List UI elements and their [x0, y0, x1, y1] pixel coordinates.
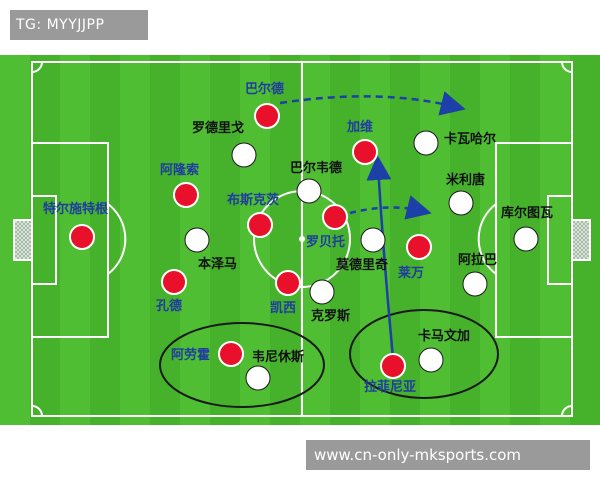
player-militao [448, 190, 474, 216]
label-rodrygo: 罗德里戈 [192, 120, 244, 136]
player-raphinha [380, 353, 406, 379]
player-courtois [513, 226, 539, 252]
player-busquets [247, 212, 273, 238]
label-benzema: 本泽马 [198, 256, 237, 272]
player-kounde [161, 269, 187, 295]
player-rodrygo [231, 142, 257, 168]
label-courtois: 库尔图瓦 [501, 205, 553, 221]
label-alaba: 阿拉巴 [458, 252, 497, 268]
goal-right [571, 219, 591, 261]
goal-left [13, 219, 33, 261]
player-ter-stegen [69, 224, 95, 250]
player-alonso [173, 182, 199, 208]
label-lewandowski: 莱万 [398, 265, 424, 281]
player-modric [360, 227, 386, 253]
label-vinicius: 韦尼休斯 [252, 349, 304, 365]
player-lewandowski [406, 234, 432, 260]
label-busquets: 布斯克茨 [227, 192, 280, 208]
player-kessie [275, 270, 301, 296]
highlight-ellipse-right [349, 309, 499, 399]
label-alonso: 阿隆索 [160, 162, 199, 178]
label-araujo: 阿劳霍 [171, 347, 210, 363]
player-valverde [296, 178, 322, 204]
run-arrow-roberto [349, 195, 432, 220]
label-raphinha: 拉菲尼亚 [364, 379, 416, 395]
watermark-bottom: www.cn-only-mksports.com [306, 440, 590, 470]
label-gavi: 加维 [346, 119, 373, 135]
player-vinicius [245, 365, 271, 391]
player-camavinga [418, 347, 444, 373]
label-carvajal: 卡瓦哈尔 [444, 131, 496, 147]
label-roberto: 罗贝托 [306, 234, 345, 250]
run-arrow-balde [279, 91, 466, 116]
player-gavi [352, 139, 378, 165]
team-red [69, 103, 432, 379]
label-ter-stegen: 特尔施特根 [43, 201, 109, 217]
pitch-lines [31, 61, 573, 417]
run-arrow-raphinha [366, 155, 395, 359]
player-benzema [184, 227, 210, 253]
label-camavinga: 卡马文加 [418, 328, 470, 344]
player-balde [254, 103, 280, 129]
player-alaba [462, 271, 488, 297]
label-kessie: 凯西 [270, 300, 296, 316]
player-carvajal [413, 130, 439, 156]
label-modric: 莫德里奇 [335, 257, 388, 273]
player-roberto [322, 204, 348, 230]
highlight-ellipse-left [159, 322, 325, 408]
center-spot [299, 236, 305, 242]
label-balde: 巴尔德 [245, 81, 284, 97]
watermark-top: TG: MYYJJPP [10, 10, 148, 40]
team-white [184, 130, 539, 391]
label-valverde: 巴尔韦德 [290, 160, 342, 176]
player-araujo [218, 341, 244, 367]
label-kounde: 孔德 [156, 298, 182, 314]
label-militao: 米利唐 [446, 172, 485, 188]
label-kroos: 克罗斯 [311, 308, 350, 324]
player-kroos [309, 279, 335, 305]
